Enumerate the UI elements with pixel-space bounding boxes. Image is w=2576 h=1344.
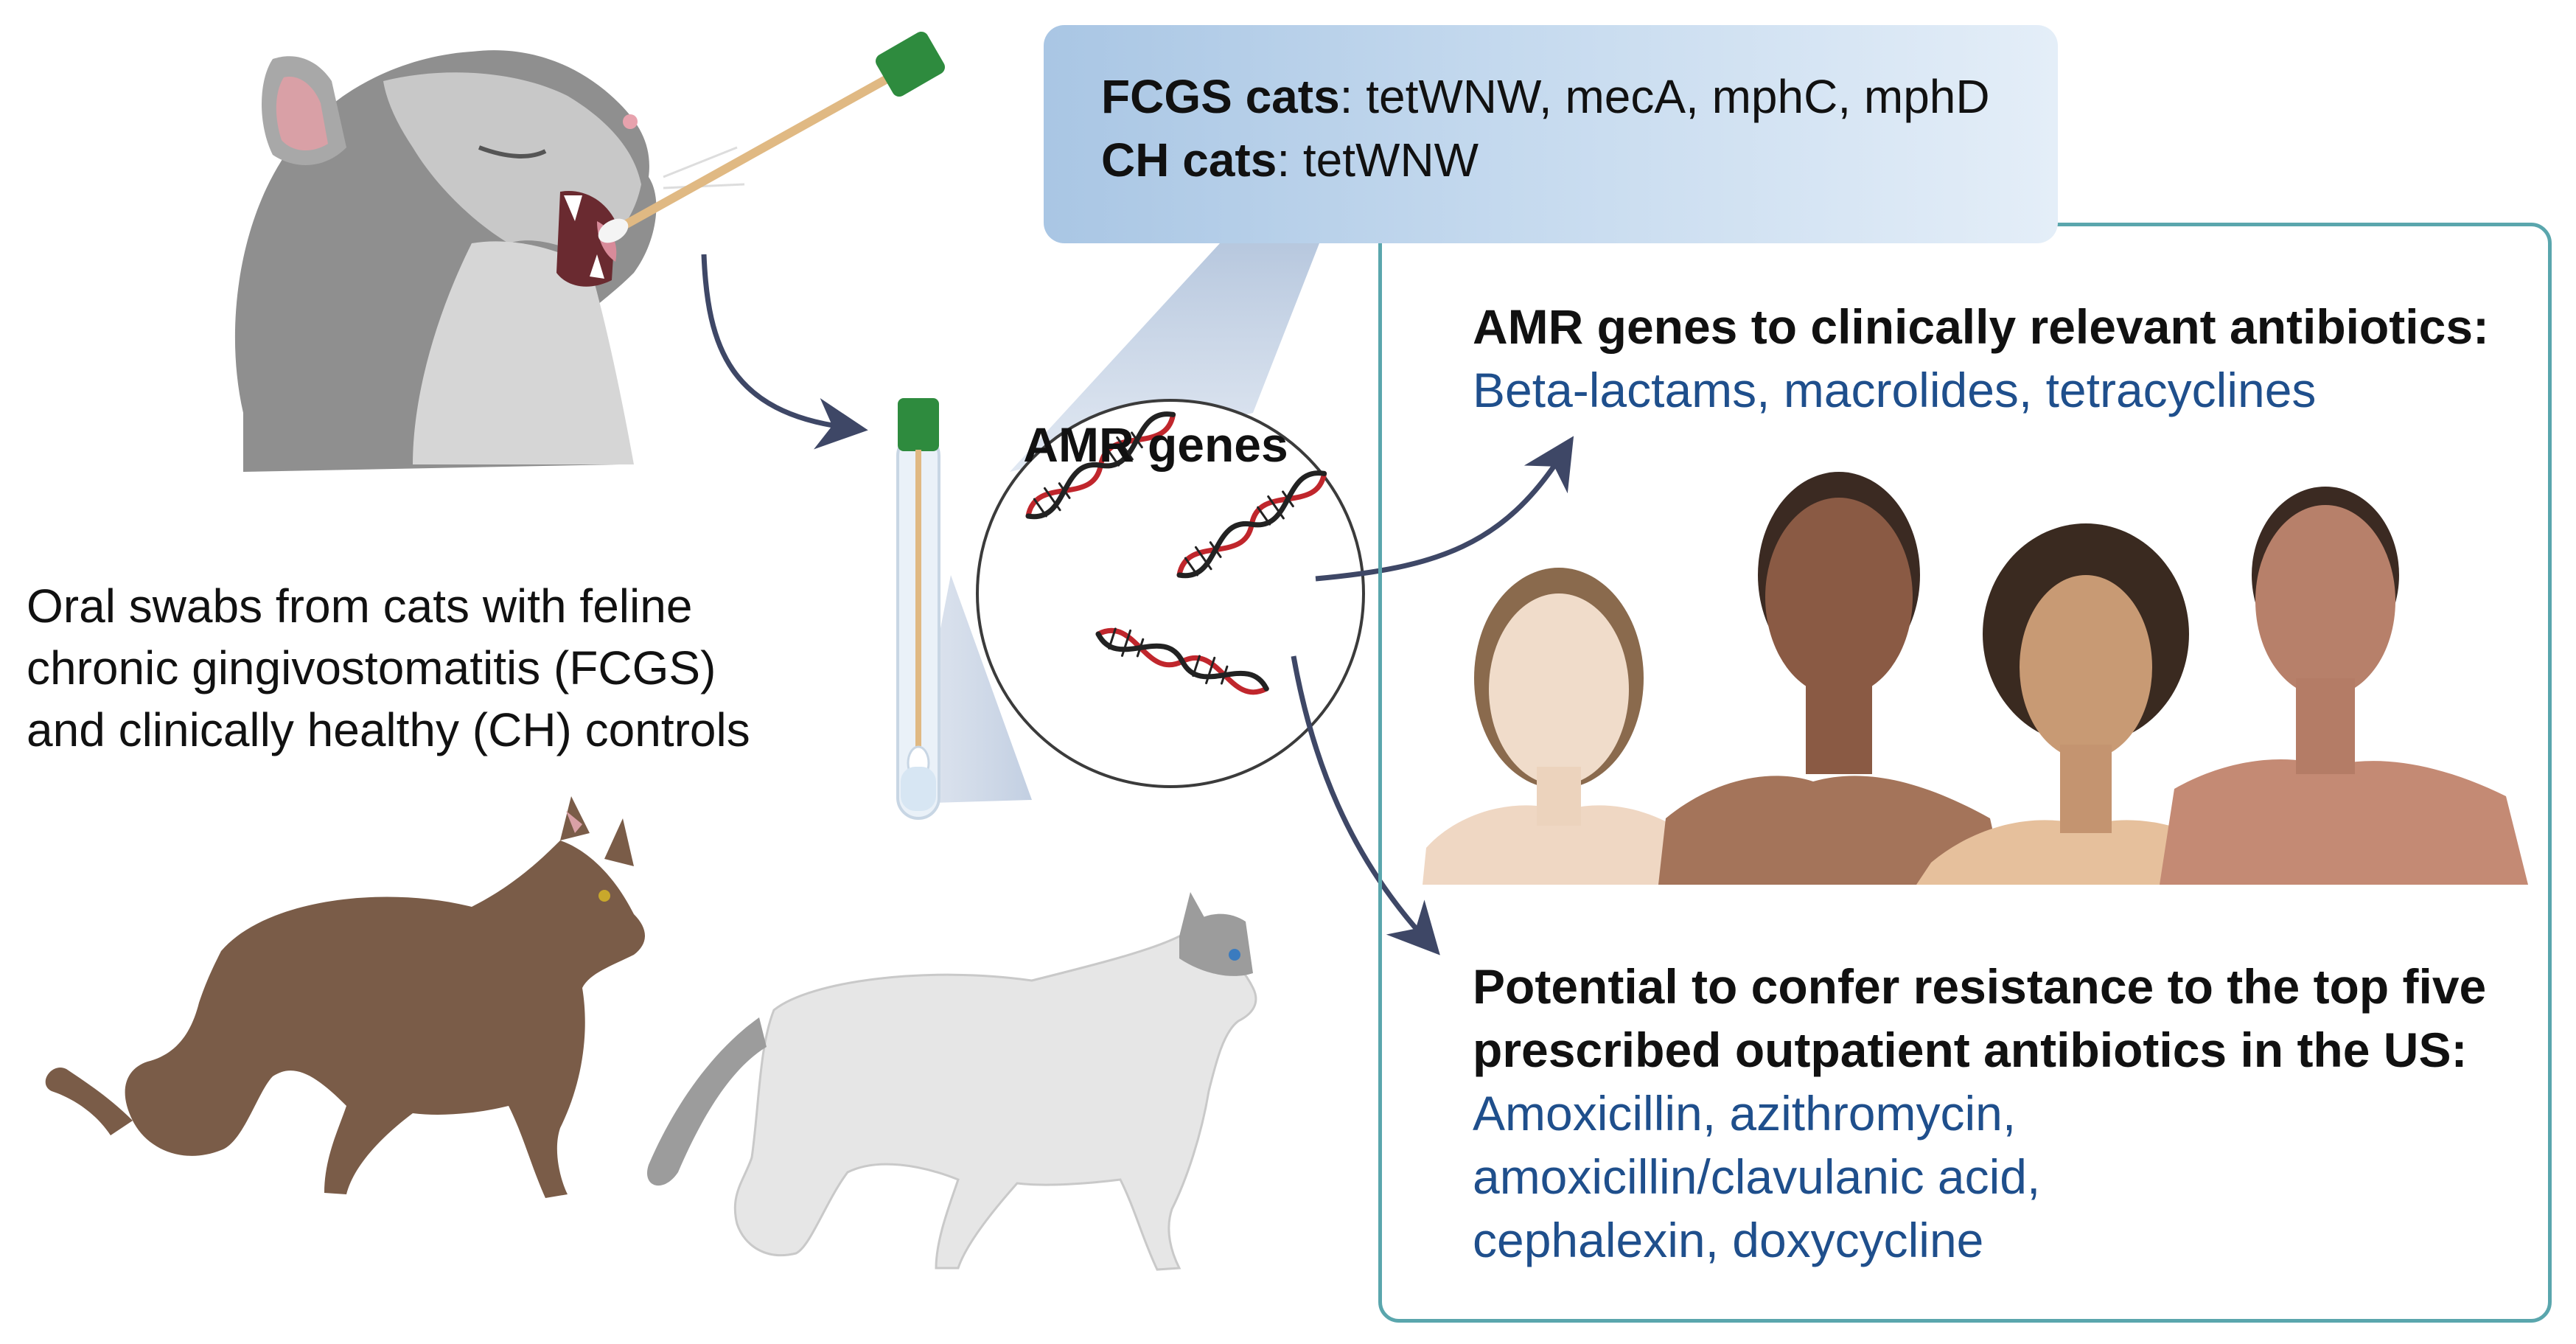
ch-label: CH cats [1101,133,1277,187]
sample-caption: Oral swabs from cats with feline chronic… [27,575,896,761]
antibiotic-classes-block: AMR genes to clinically relevant antibio… [1473,295,2534,422]
person-icon [1423,472,2528,885]
drug-list-line-2: amoxicillin/clavulanic acid, [1473,1149,2041,1204]
swab-to-tube-arrow [701,254,868,450]
ch-gene-line: CH cats: tetWNW [1101,128,2058,192]
classes-heading: AMR genes to clinically relevant antibio… [1473,299,2490,354]
resistance-heading-line-1: Potential to confer resistance to the to… [1473,959,2487,1014]
white-cat-icon [647,892,1257,1271]
fcgs-genes: : tetWNW, mecA, mphC, mphD [1339,70,1990,123]
resistance-heading-line-2: prescribed outpatient antibiotics in the… [1473,1023,2468,1077]
dna-icon [1025,411,1327,695]
swab-icon [598,31,945,243]
test-tube-icon [896,398,940,820]
caption-line-3: and clinically healthy (CH) controls [27,703,750,756]
circle-to-top-arrow [1315,436,1574,582]
fcgs-gene-line: FCGS cats: tetWNW, mecA, mphC, mphD [1101,65,2058,128]
caption-line-1: Oral swabs from cats with feline [27,579,693,633]
cat-head-icon [234,50,745,472]
brown-cat-icon [45,796,645,1198]
amr-genes-label: AMR genes [1023,417,1288,472]
fcgs-label: FCGS cats [1101,70,1340,123]
gene-callout-box: FCGS cats: tetWNW, mecA, mphC, mphD CH c… [1044,25,2058,243]
ch-genes: : tetWNW [1277,133,1479,187]
classes-list: Beta-lactams, macrolides, tetracyclines [1473,363,2317,417]
drug-list-line-1: Amoxicillin, azithromycin, [1473,1086,2017,1141]
resistance-block: Potential to confer resistance to the to… [1473,955,2534,1272]
drug-list-line-3: cephalexin, doxycycline [1473,1213,1984,1267]
caption-line-2: chronic gingivostomatitis (FCGS) [27,641,716,694]
circle-to-bottom-arrow [1291,655,1440,955]
